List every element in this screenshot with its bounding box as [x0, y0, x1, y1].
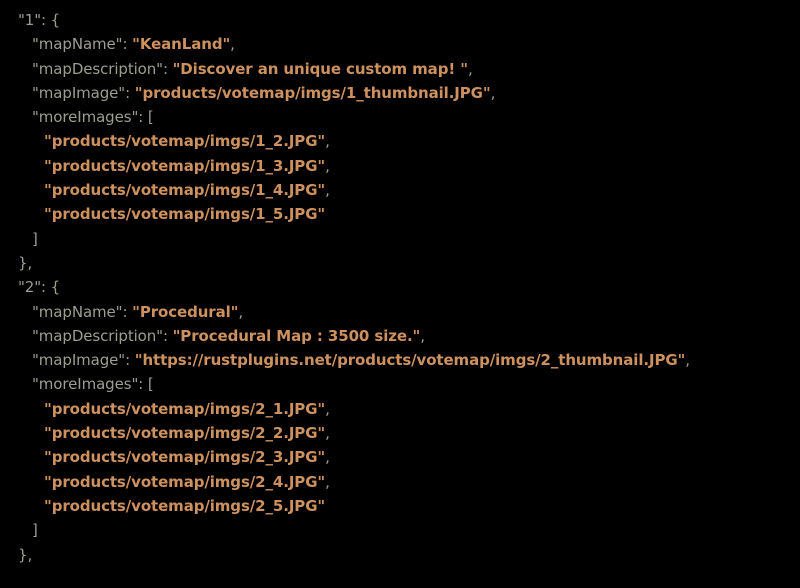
json-close-brace: },: [18, 545, 33, 564]
json-code-viewer[interactable]: "1": {"mapName": "KeanLand","mapDescript…: [0, 8, 800, 588]
json-key: "moreImages": [32, 108, 139, 127]
json-string-value: "products/votemap/imgs/1_3.JPG": [44, 156, 326, 175]
json-open-bracket: [: [147, 375, 154, 394]
code-line: },: [0, 251, 800, 275]
json-string-value: "Procedural": [132, 302, 239, 321]
code-line: "products/votemap/imgs/2_3.JPG",: [0, 445, 800, 469]
json-comma: ,: [685, 351, 690, 370]
code-line: "mapDescription": "Discover an unique cu…: [0, 57, 800, 81]
json-comma: ,: [420, 326, 425, 345]
code-line: ]: [0, 227, 800, 251]
json-comma: ,: [238, 302, 244, 321]
json-colon: :: [138, 108, 148, 127]
json-key: "mapName": [32, 302, 123, 321]
json-colon: :: [125, 83, 135, 102]
json-comma: ,: [467, 59, 473, 78]
json-key: "mapName": [32, 35, 123, 54]
json-colon: :: [41, 278, 51, 297]
json-string-value: "products/votemap/imgs/1_5.JPG": [44, 205, 326, 224]
json-comma: ,: [325, 472, 330, 491]
json-comma: ,: [325, 399, 330, 418]
json-colon: :: [122, 302, 133, 321]
json-key: "mapDescription": [32, 59, 163, 78]
json-key: "1": [18, 11, 42, 29]
code-line: "2": {: [0, 275, 800, 299]
json-string-value: "KeanLand": [132, 35, 231, 54]
code-line: ]: [0, 518, 800, 542]
json-colon: :: [125, 351, 135, 370]
json-comma: ,: [325, 448, 330, 467]
json-close-bracket: ]: [32, 229, 38, 248]
code-line: "products/votemap/imgs/2_5.JPG": [0, 494, 800, 518]
json-string-value: "Procedural Map : 3500 size.": [172, 326, 421, 345]
json-colon: :: [162, 59, 173, 78]
code-line: "products/votemap/imgs/1_2.JPG",: [0, 129, 800, 153]
json-key: "mapImage": [32, 83, 126, 102]
json-key: "mapDescription": [32, 326, 163, 345]
json-comma: ,: [325, 132, 330, 151]
json-colon: :: [122, 35, 133, 54]
json-string-value: "products/votemap/imgs/1_4.JPG": [44, 181, 326, 200]
json-colon: :: [138, 375, 148, 394]
code-line: "mapImage": "https://rustplugins.net/pro…: [0, 348, 800, 372]
code-line: },: [0, 543, 800, 567]
code-line: "moreImages": [: [0, 105, 800, 129]
json-close-brace: },: [18, 253, 33, 272]
json-string-value: "products/votemap/imgs/1_thumbnail.JPG": [134, 83, 491, 102]
code-line: "mapName": "KeanLand",: [0, 32, 800, 56]
json-comma: ,: [230, 35, 235, 54]
json-close-bracket: ]: [32, 521, 38, 540]
json-string-value: "products/votemap/imgs/2_2.JPG": [44, 424, 326, 443]
code-line: "products/votemap/imgs/1_5.JPG": [0, 202, 800, 226]
json-string-value: "products/votemap/imgs/2_3.JPG": [44, 448, 326, 467]
code-line: "products/votemap/imgs/2_2.JPG",: [0, 421, 800, 445]
code-line: "products/votemap/imgs/2_4.JPG",: [0, 470, 800, 494]
json-key: "moreImages": [32, 375, 139, 394]
json-open-brace: {: [50, 11, 61, 29]
json-colon: :: [41, 11, 51, 29]
json-comma: ,: [325, 156, 330, 175]
json-string-value: "products/votemap/imgs/2_1.JPG": [44, 399, 326, 418]
json-string-value: "products/votemap/imgs/1_2.JPG": [44, 132, 326, 151]
code-line: "1": {: [0, 8, 800, 32]
json-string-value: "https://rustplugins.net/products/votema…: [134, 351, 686, 370]
code-line: "mapDescription": "Procedural Map : 3500…: [0, 324, 800, 348]
json-comma: ,: [490, 83, 496, 102]
json-string-value: "Discover an unique custom map! ": [172, 59, 468, 78]
json-comma: ,: [325, 424, 330, 443]
code-line: "moreImages": [: [0, 372, 800, 396]
json-key: "mapImage": [32, 351, 126, 370]
json-comma: ,: [325, 181, 330, 200]
code-line: "products/votemap/imgs/1_3.JPG",: [0, 154, 800, 178]
code-line: "products/votemap/imgs/1_4.JPG",: [0, 178, 800, 202]
json-colon: :: [162, 326, 173, 345]
code-line: "mapName": "Procedural",: [0, 300, 800, 324]
code-line: "mapImage": "products/votemap/imgs/1_thu…: [0, 81, 800, 105]
code-line: "products/votemap/imgs/2_1.JPG",: [0, 397, 800, 421]
json-string-value: "products/votemap/imgs/2_4.JPG": [44, 472, 326, 491]
json-string-value: "products/votemap/imgs/2_5.JPG": [44, 496, 326, 515]
json-open-brace: {: [50, 278, 61, 297]
json-key: "2": [18, 278, 42, 297]
json-open-bracket: [: [147, 108, 154, 127]
